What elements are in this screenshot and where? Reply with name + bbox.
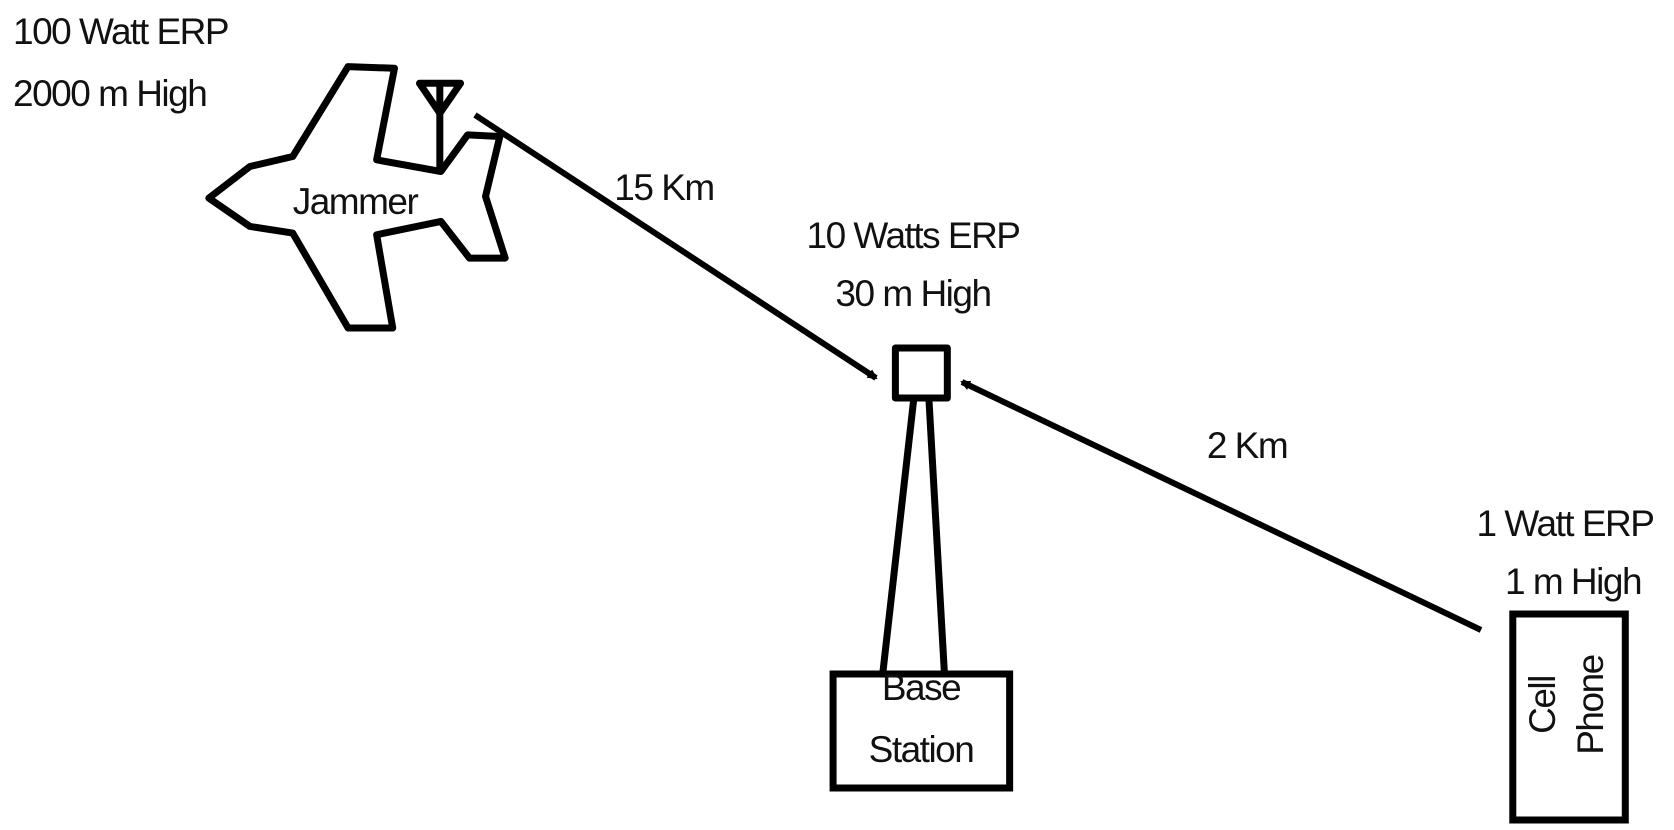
- base-station-box: [833, 674, 1010, 788]
- base-station-label-1: Base: [882, 667, 960, 708]
- base-station-label-2: Station: [869, 729, 974, 770]
- jammer-link-arrow: [473, 112, 878, 381]
- jammer-aircraft-icon: [209, 67, 505, 328]
- phone-distance-label: 2 Km: [1207, 425, 1287, 466]
- cell-phone-power-label: 1 Watt ERP: [1477, 503, 1654, 544]
- jammer-label: Jammer: [293, 181, 419, 222]
- jammer-power-label: 100 Watt ERP: [13, 11, 228, 52]
- base-station-height-label: 30 m High: [835, 273, 990, 314]
- jammer-height-label: 2000 m High: [13, 73, 206, 114]
- jammer-distance-label: 15 Km: [614, 167, 713, 208]
- base-antenna-box: [895, 348, 947, 398]
- cell-phone-label-2: Phone: [1570, 655, 1611, 755]
- antenna-icon: [419, 83, 460, 171]
- base-station-tower-icon: [833, 348, 1625, 820]
- base-station-power-label: 10 Watts ERP: [807, 215, 1020, 256]
- cell-phone-height-label: 1 m High: [1505, 561, 1641, 602]
- cell-phone-box: [1513, 614, 1626, 820]
- cell-phone-label-1: Cell: [1522, 676, 1563, 734]
- phone-link-arrow: [960, 379, 1483, 633]
